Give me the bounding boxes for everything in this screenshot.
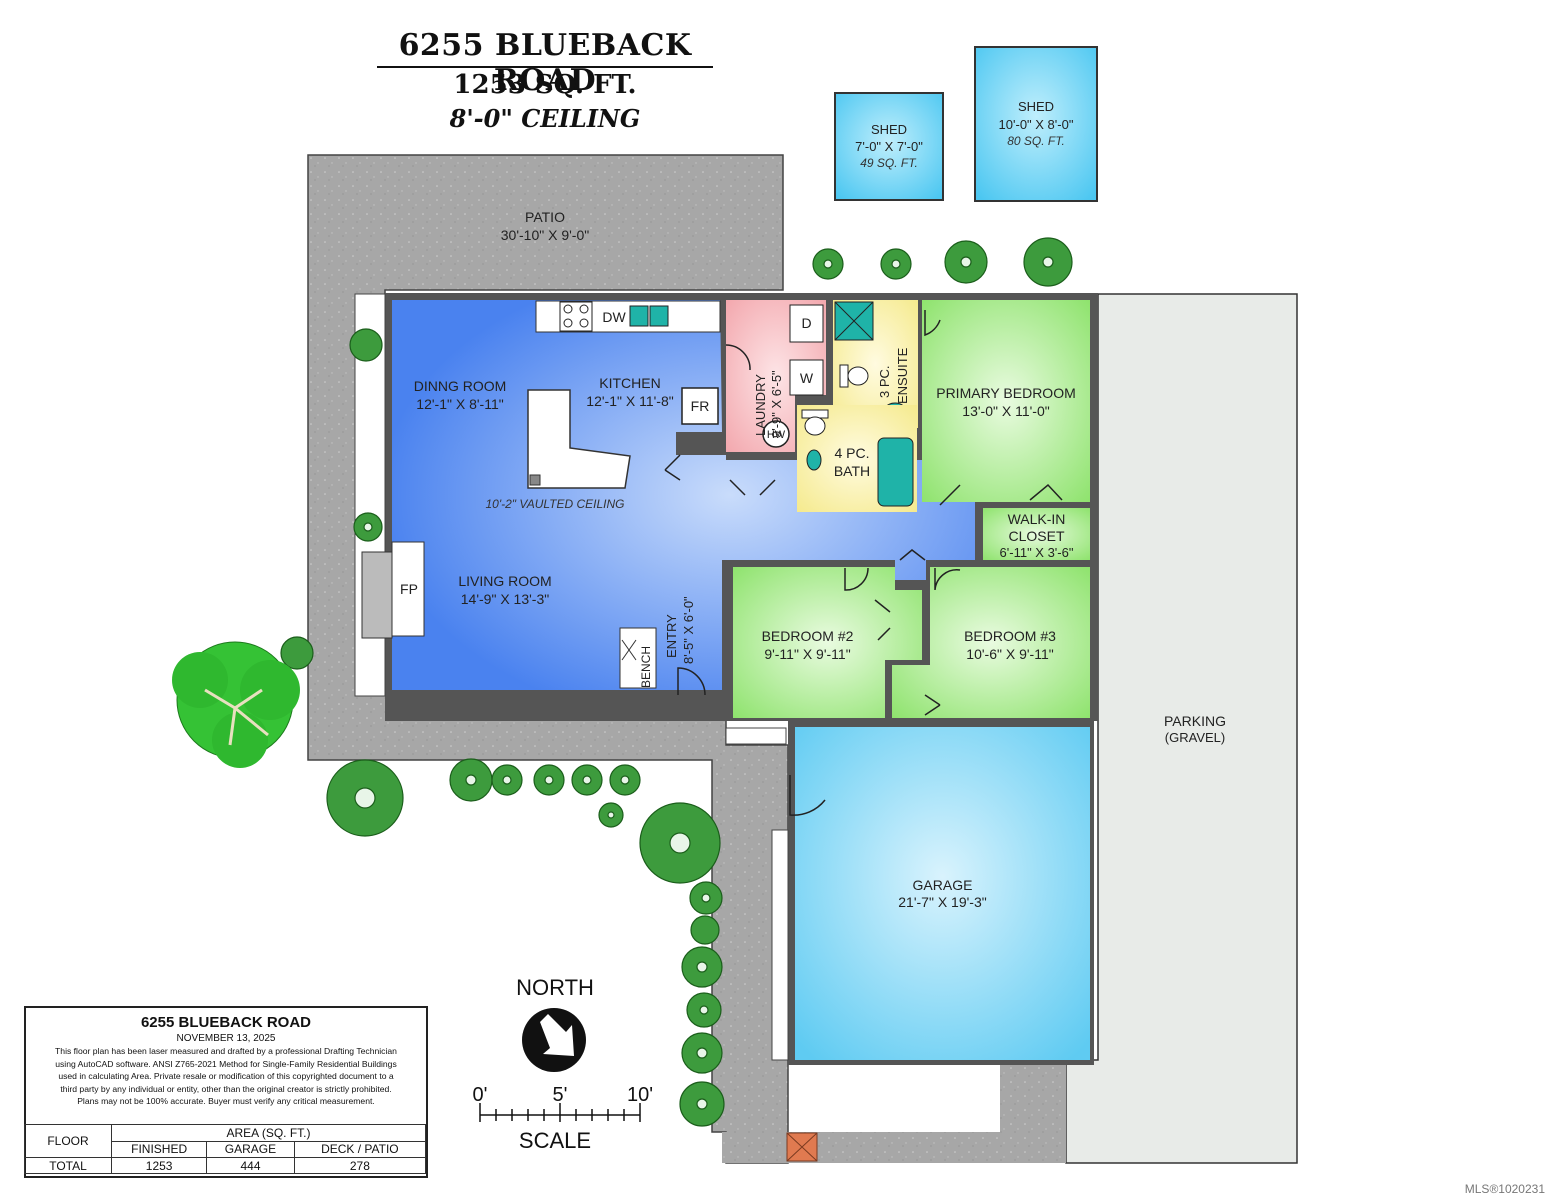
ensuite-name: 3 PC. [877, 365, 892, 398]
primary-bedroom [922, 300, 1090, 502]
scale-label: SCALE [518, 1128, 592, 1153]
water-heater-label: HW [766, 429, 786, 441]
info-box: 6255 BLUEBACK ROAD NOVEMBER 13, 2025 Thi… [24, 1006, 428, 1178]
garage [795, 727, 1090, 1060]
info-date: NOVEMBER 13, 2025 [176, 1033, 276, 1044]
garage-dims: 21'-7" X 19'-3" [898, 894, 987, 910]
plan-address: 6255 BLUEBACK ROAD [398, 28, 692, 98]
shed1-area: 49 SQ. FT. [860, 156, 918, 170]
scale-tick-5: 5' [552, 1084, 568, 1106]
total-finished: 1253 [110, 1157, 208, 1174]
kitchen-dims: 12'-1" X 11'-8" [586, 393, 674, 409]
primary-name: PRIMARY BEDROOM [936, 385, 1076, 401]
info-title: 6255 BLUEBACK ROAD [140, 1014, 312, 1031]
shed1-dims: 7'-0" X 7'-0" [855, 139, 923, 154]
parking-sub: (GRAVEL) [1164, 730, 1226, 745]
living-dims: 14'-9" X 13'-3" [460, 591, 550, 607]
parking-name: PARKING [1164, 713, 1226, 729]
landscaping [280, 237, 1073, 1127]
shed2-name: SHED [1017, 99, 1055, 114]
bench-label: BENCH [639, 645, 653, 688]
laundry-dims: 9'-9" X 6'-5" [769, 370, 784, 438]
col-finished: FINISHED [110, 1140, 208, 1158]
patio-name: PATIO [525, 209, 565, 225]
dining-dims: 12'-1" X 8'-11" [416, 396, 504, 412]
north-compass [522, 1008, 586, 1072]
fireplace-label: FP [400, 581, 418, 597]
bed3-name: BEDROOM #3 [964, 628, 1056, 644]
walkin-name2: CLOSET [1008, 528, 1065, 544]
walkin-name: WALK-IN [1007, 511, 1066, 527]
bed2-name: BEDROOM #2 [761, 628, 854, 644]
ensuite-name2: ENSUITE [895, 347, 910, 404]
plan-area: 1253 SQ. FT. [453, 70, 637, 100]
total-garage: 444 [206, 1157, 295, 1174]
walkin-dims: 6'-11" X 3'-6" [999, 545, 1074, 560]
vaulted-ceiling-note: 10'-2" VAULTED CEILING [485, 497, 625, 511]
entry-dims: 8'-5" X 6'-0" [681, 596, 696, 664]
bedroom-2 [733, 567, 922, 718]
tree [172, 641, 300, 768]
primary-dims: 13'-0" X 11'-0" [962, 403, 1050, 419]
shed2-dims: 10'-0" X 8'-0" [998, 117, 1074, 132]
total-label: TOTAL [24, 1157, 112, 1174]
scale-bar [479, 1103, 641, 1122]
col-deck: DECK / PATIO [293, 1140, 427, 1158]
kitchen-island [527, 389, 631, 489]
garage-name: GARAGE [912, 877, 973, 893]
area-header: AREA (SQ. FT.) [111, 1124, 426, 1142]
bath-name2: BATH [833, 463, 871, 479]
area-table: FLOOR AREA (SQ. FT.) FINISHED GARAGE DEC… [24, 1124, 427, 1174]
bed3-dims: 10'-6" X 9'-11" [966, 646, 1054, 662]
walk-in-closet [983, 508, 1090, 560]
shed1-name: SHED [870, 122, 908, 137]
shed-small [834, 92, 944, 201]
bath-name: 4 PC. [834, 445, 870, 461]
scale-tick-0: 0' [472, 1084, 488, 1106]
bedroom-3 [892, 567, 1090, 718]
living-name: LIVING ROOM [458, 573, 552, 589]
dining-name: DINNG ROOM [413, 378, 507, 394]
shed-large [974, 46, 1098, 202]
col-garage: GARAGE [206, 1140, 295, 1158]
kitchen-name: KITCHEN [599, 375, 661, 391]
dryer-label: D [801, 315, 812, 331]
total-deck: 278 [293, 1157, 427, 1174]
fridge-label: FR [690, 398, 710, 414]
washer-label: W [799, 370, 814, 386]
info-disclaimer: This floor plan has been laser measured … [55, 1046, 397, 1106]
scale-tick-10: 10' [626, 1084, 654, 1106]
patio-dims: 30'-10" X 9'-0" [500, 227, 590, 243]
plan-ceiling: 8'-0" CEILING [449, 104, 641, 133]
mls-number: MLS®1020231 [1464, 1182, 1545, 1196]
entry-name: ENTRY [664, 614, 679, 658]
bed2-dims: 9'-11" X 9'-11" [764, 646, 851, 662]
dishwasher-label: DW [602, 309, 626, 325]
shed2-area: 80 SQ. FT. [1007, 134, 1065, 148]
floor-header: FLOOR [24, 1124, 112, 1158]
north-label: NORTH [516, 975, 594, 1000]
